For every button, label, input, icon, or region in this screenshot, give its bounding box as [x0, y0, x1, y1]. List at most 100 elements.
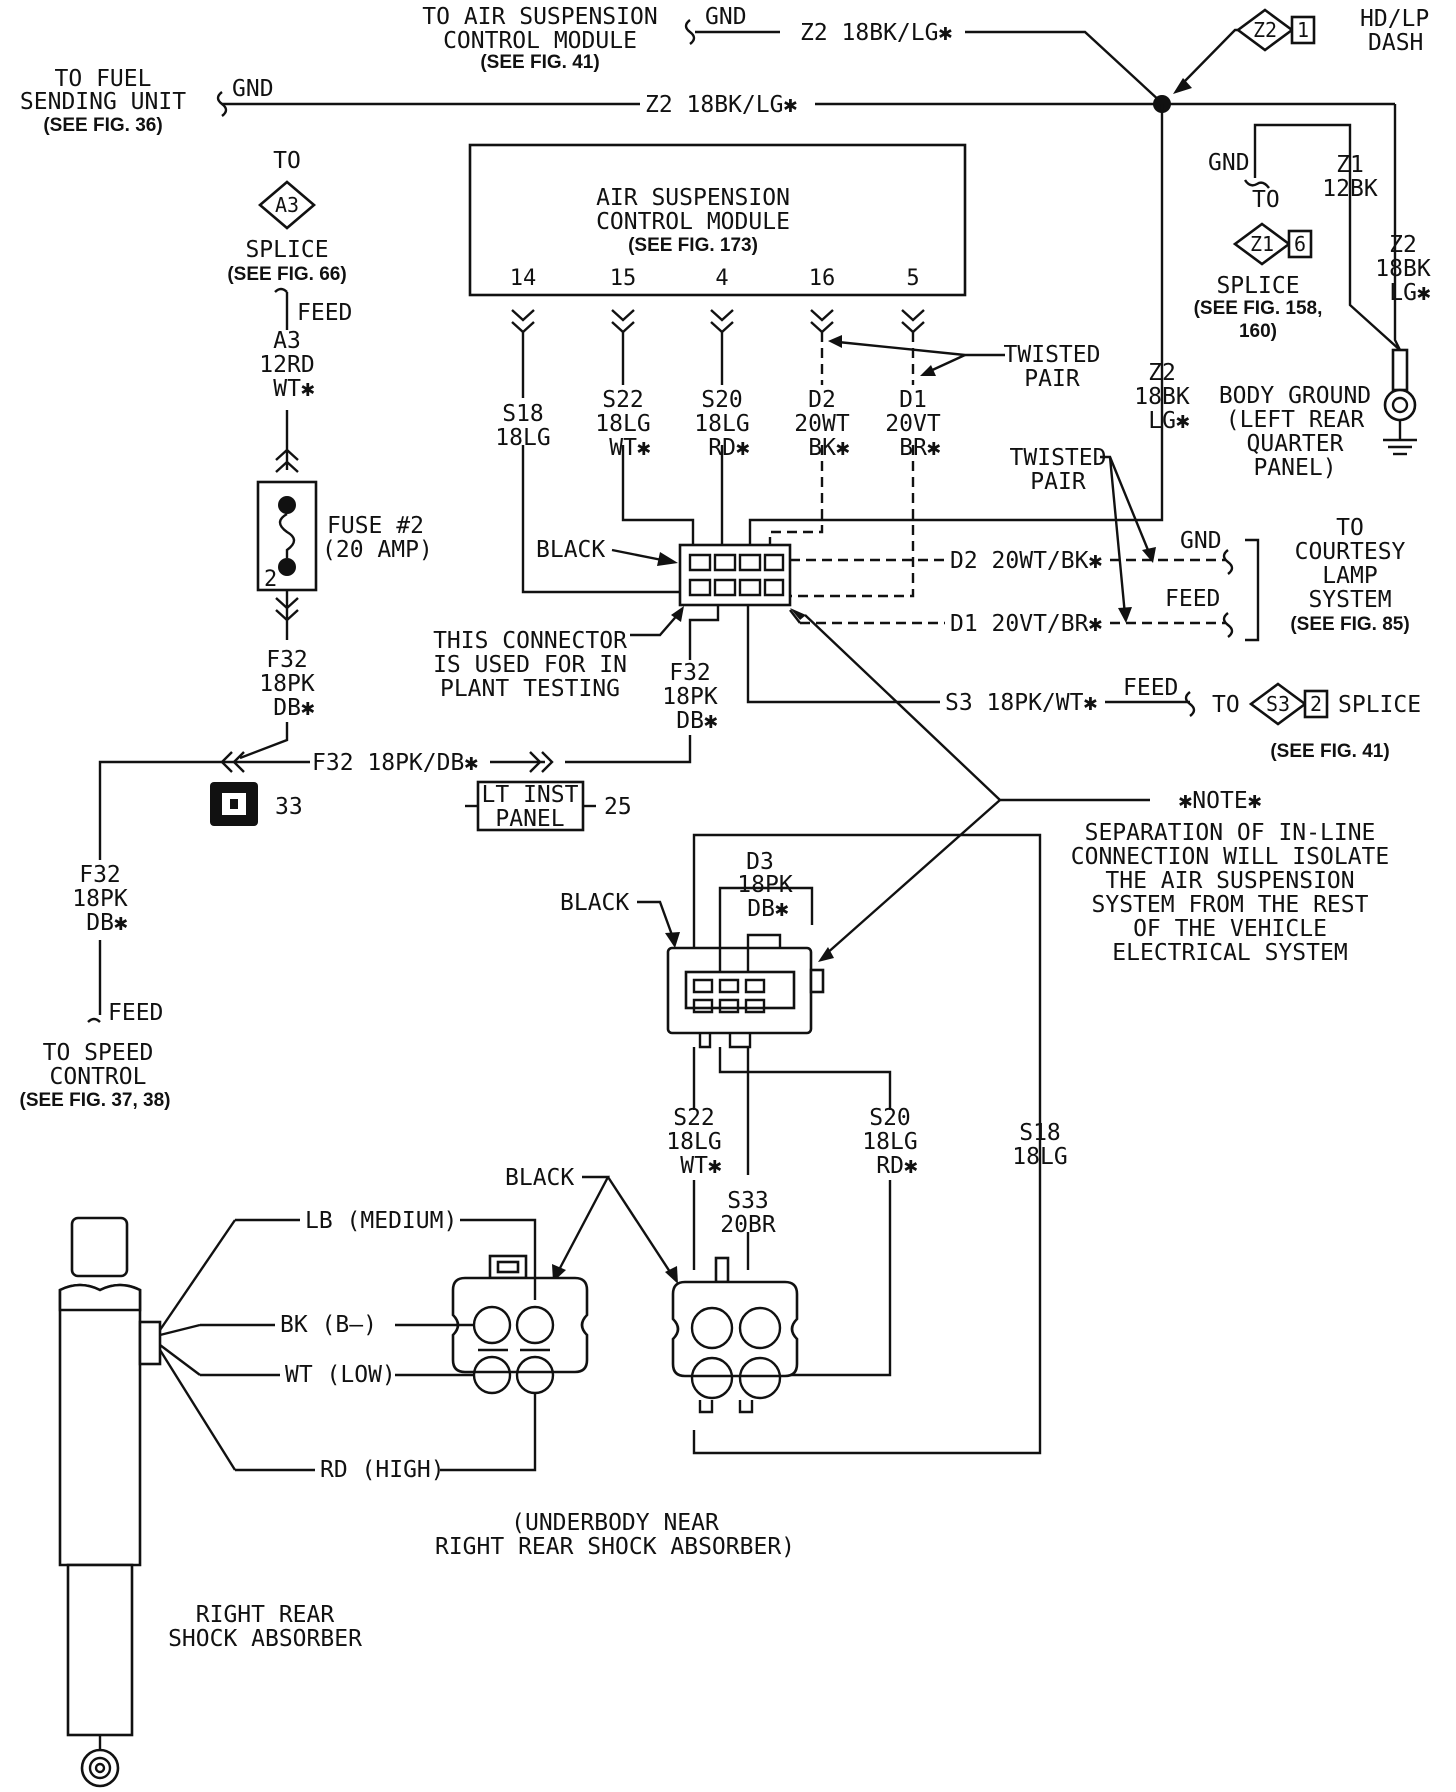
- fuse-terminal-2: [278, 558, 296, 576]
- z2-fuel-wire-label: Z2 18BK/LG✱: [645, 92, 797, 118]
- d1-label-3: BR✱: [899, 435, 941, 461]
- fuel-ref-line3: (SEE FIG. 36): [43, 115, 162, 136]
- connector2-bottom-cavities: [692, 998, 766, 1014]
- f32-horizontal-label: F32 18PK/DB✱: [312, 750, 478, 776]
- in-line-connector: [666, 946, 825, 1049]
- f32-wire3-2: 18PK: [72, 886, 128, 912]
- shock-conn-left-latch-inner: [496, 1260, 520, 1274]
- connector2-black-label: BLACK: [560, 890, 629, 916]
- arrow-note-connector1: [790, 608, 806, 620]
- body-ground-4: PANEL): [1253, 455, 1336, 481]
- testing-note-arrow: [671, 606, 684, 622]
- f32-wire1-3: DB✱: [273, 695, 315, 721]
- s22-label-2: 18LG: [595, 411, 650, 437]
- module-pin-5: 5: [906, 266, 919, 291]
- arrow-twisted-a: [828, 335, 842, 348]
- shock-conn-right-cavity-3: [690, 1356, 734, 1400]
- courtesy-ref-3: LAMP: [1322, 563, 1377, 589]
- wt-label: WT (LOW): [285, 1362, 396, 1388]
- testing-note-line3: PLANT TESTING: [440, 676, 620, 702]
- lt-inst-line2: PANEL: [495, 806, 564, 832]
- fuse-label-2: (20 AMP): [322, 537, 433, 563]
- shock-black-arrow-b: [665, 1266, 678, 1284]
- z2-pin-box: [1290, 15, 1316, 45]
- note-line-2: CONNECTION WILL ISOLATE: [1071, 844, 1390, 870]
- connector-33-pin: [230, 799, 238, 809]
- arrow-head-z2: [1173, 78, 1192, 94]
- to-s3-label: TO: [1212, 692, 1240, 718]
- z1-splice-ref-3: 160): [1239, 321, 1277, 342]
- note-title: ✱NOTE✱: [1178, 788, 1261, 814]
- s22-c2-2: 18LG: [666, 1129, 721, 1155]
- d1-connector-stub: [789, 609, 801, 624]
- wire-z2-top-right: [965, 30, 1163, 104]
- z2-diamond-label: Z2: [1253, 18, 1277, 42]
- shock-body: [58, 1283, 142, 1567]
- z1-splice-diamond: Z1 6: [1232, 222, 1313, 266]
- wire-break-a3: [274, 287, 288, 293]
- note-line-1: SEPARATION OF IN-LINE: [1085, 820, 1376, 846]
- z2-pin-label: 1: [1297, 18, 1309, 42]
- shock-cap: [58, 1283, 142, 1312]
- wire-z1-to-ground: [1253, 123, 1401, 351]
- s3-diamond-label: S3: [1266, 692, 1290, 716]
- z2-wire-a-2: 18BK: [1375, 256, 1431, 282]
- d2-label-3: BK✱: [808, 435, 850, 461]
- z1-to-label: TO: [1252, 187, 1280, 213]
- wire-break-symbol: [684, 19, 696, 45]
- body-ground-2: (LEFT REAR: [1226, 407, 1365, 433]
- f32-wire1-2: 18PK: [259, 671, 315, 697]
- s20-c2-2: 18LG: [862, 1129, 917, 1155]
- z2-wire-a-3: LG✱: [1389, 280, 1431, 306]
- arrow-twisted-b: [920, 365, 936, 376]
- gnd-label-top: GND: [705, 4, 747, 30]
- z1-pin-label: 6: [1294, 232, 1306, 256]
- air-susp-ref-line2: CONTROL MODULE: [443, 28, 637, 54]
- wire-break-feed3: [1222, 612, 1234, 638]
- module-title-line2: CONTROL MODULE: [596, 209, 790, 235]
- feed1-label: FEED: [297, 300, 352, 326]
- a3-wire-2: 12RD: [259, 352, 314, 378]
- shock-conn-right-key: [714, 1256, 730, 1284]
- chevron-16: [810, 309, 834, 334]
- shock-black-label: BLACK: [505, 1165, 574, 1191]
- d3-wire-3: DB✱: [747, 896, 789, 922]
- a3-wire-3: WT✱: [273, 376, 315, 402]
- connector1-bottom-cavities: [688, 578, 785, 597]
- connector-33-label: 33: [275, 794, 303, 820]
- wire-z2-to-connector: [748, 350, 1164, 545]
- shock-connector-stub: [138, 1320, 162, 1366]
- shock-conn-right-tabs: [698, 1400, 754, 1414]
- s18-c2-1: S18: [1019, 1120, 1061, 1146]
- shock-conn-right-cavity-1: [690, 1306, 734, 1350]
- fuel-ref-line1: TO FUEL: [55, 66, 152, 92]
- shock-conn-right-body: [671, 1280, 799, 1378]
- shock-name-2: SHOCK ABSORBER: [168, 1626, 362, 1652]
- a3-splice-diamond: A3: [257, 180, 317, 230]
- connector-33: [210, 782, 258, 826]
- note-line-3: THE AIR SUSPENSION: [1105, 868, 1354, 894]
- s20-label-2: 18LG: [694, 411, 749, 437]
- s20-label-3: RD✱: [708, 435, 750, 461]
- wire-lb: [460, 1218, 537, 1300]
- d2-right-label: D2 20WT/BK✱: [950, 548, 1102, 574]
- shock-conn-right-cavity-4: [738, 1356, 782, 1400]
- chevron-14: [511, 309, 535, 334]
- body-ground-1: BODY GROUND: [1219, 383, 1371, 409]
- module-pin-15: 15: [610, 266, 637, 291]
- shock-connector-right: [671, 1256, 799, 1414]
- speed-ref-2: CONTROL: [50, 1064, 147, 1090]
- d1-label-2: 20VT: [885, 411, 941, 437]
- hd-lp-label: HD/LP: [1360, 6, 1429, 32]
- s3-ref-label: (SEE FIG. 41): [1270, 741, 1389, 762]
- ground-eyelet: [1383, 388, 1417, 422]
- note-line-4: SYSTEM FROM THE REST: [1092, 892, 1369, 918]
- s18-label-1: S18: [502, 401, 544, 427]
- f32-wire2-label3: DB✱: [676, 708, 718, 734]
- wire-z2-diamond-to-splice: [1181, 28, 1238, 85]
- f32-wire3-1: F32: [79, 862, 121, 888]
- wire-s3: [746, 605, 940, 704]
- a3-diamond-shape: [257, 180, 317, 230]
- z2-hdlp-diamond-connector: Z2 1: [1235, 8, 1316, 52]
